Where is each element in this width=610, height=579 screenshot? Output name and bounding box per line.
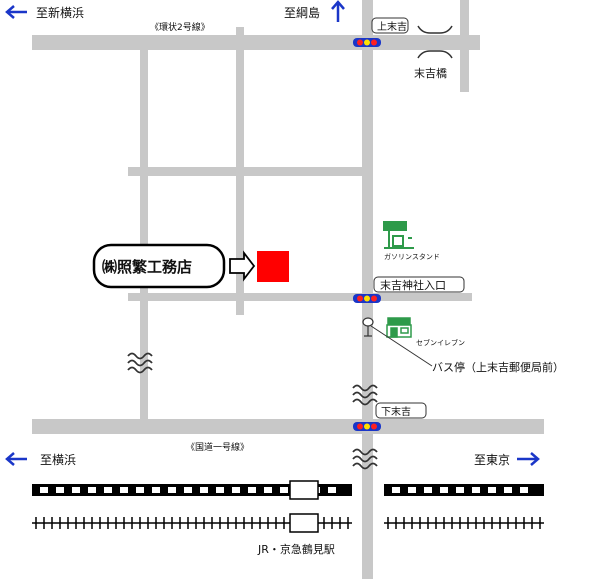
up-arrow-icon xyxy=(331,0,345,22)
railway-dash xyxy=(520,487,528,493)
signal-text-kami-sueyoshi: 上末吉 xyxy=(377,20,407,33)
railway-dash xyxy=(504,487,512,493)
road-right-v xyxy=(460,0,469,92)
station-label: JR・京急鶴見駅 xyxy=(257,542,335,556)
bus-stop-label: バス停（上末吉郵便局前） xyxy=(432,360,564,374)
railway-dash xyxy=(88,487,96,493)
railway-dash xyxy=(136,487,144,493)
railway-dash xyxy=(328,487,336,493)
direction-label-tokyo: 至東京 xyxy=(474,453,510,467)
road-v2 xyxy=(236,27,244,315)
railway-dash xyxy=(488,487,496,493)
railway-dash xyxy=(56,487,64,493)
road-label-national1: 《国道一号線》 xyxy=(186,441,249,453)
railway-dash xyxy=(280,487,288,493)
road-middle xyxy=(128,167,365,176)
railway-crossing-box-1 xyxy=(289,480,319,500)
railway-dash xyxy=(248,487,256,493)
road-v1 xyxy=(140,50,148,419)
railway-dash xyxy=(440,487,448,493)
gas-station-icon xyxy=(383,221,414,249)
signal-label-shimo-sueyoshi: 下末吉 xyxy=(375,402,427,419)
traffic-signal-icon xyxy=(353,38,381,47)
road-label-ring2: 《環状2号線》 xyxy=(150,21,210,33)
railway-dash xyxy=(216,487,224,493)
railway-dash xyxy=(72,487,80,493)
railway-dash xyxy=(184,487,192,493)
signal-text-shimo-sueyoshi: 下末吉 xyxy=(381,405,411,418)
railway-dash xyxy=(408,487,416,493)
seven-eleven-label: セブンイレブン xyxy=(416,338,465,347)
railway-dash xyxy=(200,487,208,493)
road-main-v xyxy=(362,0,373,579)
river-wave-icon xyxy=(127,352,153,374)
signal-label-sueyoshi-shrine: 末吉神社入口 xyxy=(373,276,465,293)
left-arrow-icon xyxy=(5,5,27,19)
road-ring2 xyxy=(32,35,480,50)
traffic-signal-icon xyxy=(353,422,381,431)
bridge-label: 末吉橋 xyxy=(414,66,447,80)
bridge-icon xyxy=(417,25,453,59)
gas-station-label: ガソリンスタンド xyxy=(384,252,440,261)
railway-dash xyxy=(168,487,176,493)
right-arrow-icon xyxy=(517,452,540,466)
traffic-signal-icon xyxy=(353,294,381,303)
company-location-marker xyxy=(257,251,289,282)
road-lower xyxy=(128,293,472,301)
pointer-arrow-icon xyxy=(229,250,256,282)
railway-dash xyxy=(232,487,240,493)
direction-label-yokohama: 至横浜 xyxy=(40,453,76,467)
railway-dash xyxy=(120,487,128,493)
railway-dash xyxy=(104,487,112,493)
left-arrow-icon xyxy=(5,452,27,466)
road-national1 xyxy=(32,419,544,434)
railway-dash xyxy=(456,487,464,493)
railway-dash xyxy=(152,487,160,493)
signal-text-sueyoshi-shrine: 末吉神社入口 xyxy=(380,278,446,292)
direction-label-tsunashima: 至綱島 xyxy=(284,5,320,20)
railway-2 xyxy=(32,513,544,533)
direction-label-shin-yokohama: 至新横浜 xyxy=(36,5,84,20)
road-network xyxy=(32,0,544,579)
company-callout: ㈱照繁工務店 xyxy=(92,243,226,289)
company-name: ㈱照繁工務店 xyxy=(102,258,192,276)
railway-dash xyxy=(472,487,480,493)
river-wave-icon xyxy=(352,384,378,406)
railway-1 xyxy=(32,480,544,500)
railway-dash xyxy=(264,487,272,493)
signal-label-kami-sueyoshi: 上末吉 xyxy=(371,17,409,34)
bus-stop-icon xyxy=(362,317,433,367)
convenience-store-icon xyxy=(386,317,412,338)
railway-dash xyxy=(392,487,400,493)
river-wave-icon xyxy=(352,448,378,470)
railway-dash xyxy=(40,487,48,493)
railway-crossing-box-2 xyxy=(289,513,319,533)
railway-dash xyxy=(424,487,432,493)
